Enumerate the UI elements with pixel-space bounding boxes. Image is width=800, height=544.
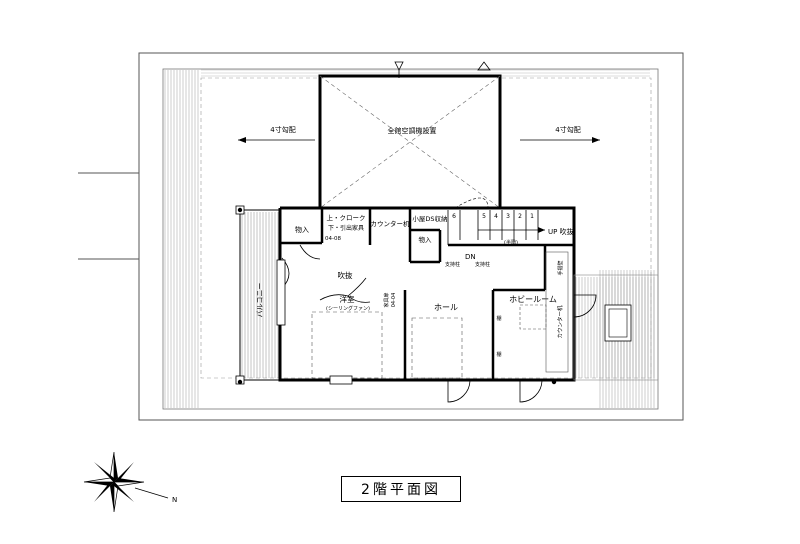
north-arrow	[134, 487, 169, 499]
stair-down-label: DN	[465, 253, 476, 261]
shelf-label-1: 棚	[496, 315, 501, 322]
ac-room-diagonal-1	[319, 75, 501, 209]
roof-outline	[162, 68, 659, 410]
stair-up-arrow	[538, 227, 545, 233]
counter-label: カウンター机	[371, 219, 411, 228]
site-boundary	[138, 52, 684, 421]
stair-3: 3	[506, 213, 510, 220]
stair-treads	[447, 210, 539, 245]
stair-1: 1	[530, 213, 534, 220]
roof-slope-right-label: 4寸勾配	[555, 125, 580, 134]
closet-code-label: 04-04	[391, 293, 397, 308]
slope-arrowhead-left	[238, 137, 246, 143]
fukinuke-label: 吹抜	[338, 270, 353, 280]
stair-6: 6	[452, 213, 456, 220]
compass-rose-icon: N	[83, 451, 177, 513]
stair-up-label: UP 吹抜	[548, 227, 574, 236]
counter-desk-label: カウンター机	[556, 305, 564, 339]
balcony-hatch	[241, 212, 279, 378]
small-storage-label: 小屋DS収納	[412, 214, 447, 223]
doors	[281, 244, 597, 403]
bed-outline	[311, 311, 383, 379]
interior-walls	[280, 208, 574, 380]
stair-5: 5	[482, 213, 486, 220]
hand-rail-label: 手摺壁	[557, 260, 564, 275]
shelf-label-2: 棚	[496, 351, 501, 358]
storage-left-label: 物入	[295, 225, 309, 234]
ceiling-fan-label: (シーリングファン)	[326, 305, 370, 312]
cloak-line1: 上・クローク	[327, 213, 366, 222]
north-label: N	[172, 496, 177, 504]
stair-arc	[454, 197, 489, 209]
column-dots	[237, 207, 557, 385]
roof-slope-left-label: 4寸勾配	[270, 125, 295, 134]
stair-2: 2	[518, 213, 522, 220]
ac-room-label: 全館空調機設置	[388, 126, 437, 135]
hall-label: ホール	[434, 303, 458, 312]
compass-star	[83, 451, 145, 513]
column-label-2: 支持柱	[475, 261, 490, 268]
cloak-line2: 下・引出家具	[328, 224, 364, 232]
slope-arrowhead-right	[592, 137, 600, 143]
drawing-title: 2階平面図	[341, 476, 461, 502]
deck-box-inner	[608, 308, 628, 338]
hobby-desk-outline	[519, 304, 547, 330]
deck-box	[604, 304, 632, 342]
hall-furniture-outline	[411, 317, 463, 379]
cloak-code: 04-08	[325, 236, 341, 242]
ridge-mark-right	[477, 61, 491, 71]
ac-room-diagonal-2	[319, 75, 501, 209]
storage-small-label: 物入	[419, 235, 433, 244]
column-label-1: 支持柱	[445, 261, 460, 268]
yoshitsu-label: 洋室	[340, 294, 355, 304]
half-landing-label: (半階)	[504, 239, 518, 246]
roof-hatch-left	[164, 70, 199, 408]
balcony-label: バルコニー	[256, 283, 264, 318]
stair-4: 4	[494, 213, 498, 220]
deck-outline	[573, 274, 659, 381]
counter-desk-outline	[545, 251, 569, 373]
ridge-mark-left	[394, 61, 404, 71]
hobby-room-label: ホビールーム	[509, 295, 557, 304]
outer-walls	[278, 206, 576, 382]
ceiling-fan-icon	[319, 277, 371, 303]
closet-label: 家具扉	[383, 292, 390, 307]
